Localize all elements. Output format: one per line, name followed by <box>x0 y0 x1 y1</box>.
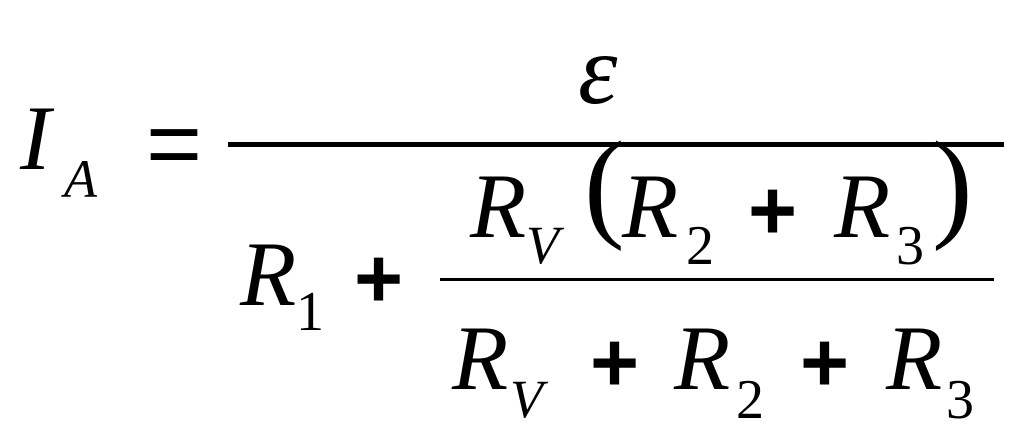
emf-symbol: ε <box>578 14 618 125</box>
rv-subscript: V <box>510 369 543 429</box>
equals-sign: = <box>146 90 203 197</box>
plus-sign: + <box>354 231 404 325</box>
r2-subscript: 2 <box>736 369 764 431</box>
left-paren: ( <box>584 117 625 252</box>
r2-subscript: 2 <box>686 215 714 277</box>
plus-sign: + <box>590 315 640 409</box>
rv-subscript: V <box>526 215 559 275</box>
inner-fraction-bar <box>440 278 994 281</box>
r1-symbol: R <box>240 223 297 325</box>
r3-symbol: R <box>834 155 891 257</box>
right-paren: ) <box>932 117 973 252</box>
main-fraction-bar <box>228 142 1004 147</box>
plus-sign: + <box>800 315 850 409</box>
r2-symbol: R <box>674 307 731 409</box>
plus-sign: + <box>748 163 798 257</box>
r3-subscript: 3 <box>896 215 924 277</box>
r3-symbol: R <box>886 307 943 409</box>
r3-subscript: 3 <box>946 369 974 431</box>
rv-symbol: R <box>452 307 509 409</box>
current-symbol: I <box>20 87 51 189</box>
r2-symbol: R <box>622 155 679 257</box>
r1-subscript: 1 <box>296 281 324 343</box>
rv-symbol: R <box>470 155 527 257</box>
current-subscript: A <box>64 149 97 209</box>
